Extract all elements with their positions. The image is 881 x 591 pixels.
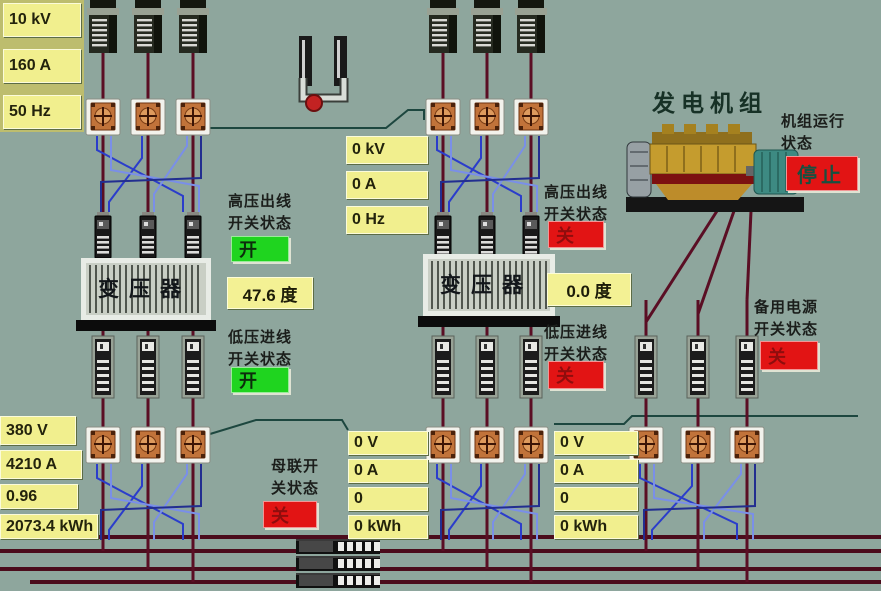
current-transformer-icon — [175, 98, 211, 136]
bus-tie-switch-label: 母联开 关状态 — [270, 458, 319, 497]
power-factor-readout: 0 — [554, 487, 638, 511]
hv-outgoing-switch-state[interactable]: 开 — [231, 236, 289, 262]
current-readout: 160 A — [3, 49, 81, 83]
backup-power-switch-state[interactable]: 关 — [760, 341, 818, 370]
current-transformer-icon — [130, 98, 166, 136]
current-transformer-icon — [130, 426, 166, 464]
hv-fuse-icon — [522, 212, 540, 259]
energy-readout: 0 kWh — [348, 515, 428, 539]
bus-tie-stack-icon — [296, 539, 380, 588]
current-transformer-icon — [425, 426, 461, 464]
hv-outgoing-switch-label: 高压出线 开关状态 — [544, 184, 609, 223]
backup-power-switch-label: 备用电源 开关状态 — [754, 299, 819, 338]
breaker-icon — [686, 335, 710, 399]
transformer-temperature: 47.6 度 — [227, 277, 313, 309]
current-transformer-icon — [175, 426, 211, 464]
current-transformer-icon — [469, 98, 505, 136]
power-factor-readout: 0 — [348, 487, 428, 511]
hv-fuse-icon — [478, 212, 496, 259]
lv-incoming-switch-state[interactable]: 开 — [231, 367, 289, 393]
breaker-icon — [181, 335, 205, 399]
current-readout: 0 A — [554, 459, 638, 483]
lv-incoming-switch-state[interactable]: 关 — [548, 361, 604, 389]
current-transformer-icon — [469, 426, 505, 464]
hv-cabinet-icon — [427, 0, 459, 53]
lv-incoming-switch-label: 低压进线 开关状态 — [228, 329, 293, 368]
energy-readout: 0 kWh — [554, 515, 638, 539]
transformer-temperature: 0.0 度 — [547, 273, 631, 306]
frequency-readout: 0 Hz — [346, 206, 428, 234]
hv-cabinet-icon — [87, 0, 119, 53]
phase-cross-wiring — [96, 464, 202, 540]
hv-metrics-panel-mid: 0 kV 0 A 0 Hz — [346, 136, 428, 234]
voltage-readout: 0 V — [554, 431, 638, 455]
current-readout: 4210 A — [0, 450, 82, 479]
phase-cross-wiring — [639, 464, 756, 540]
power-factor-readout: 0.96 — [0, 484, 78, 509]
bus-tie-switch-state[interactable]: 关 — [263, 501, 317, 528]
phase-cross-wiring — [96, 136, 202, 212]
lv-busbars — [0, 535, 881, 584]
hv-outgoing-switch-state[interactable]: 关 — [548, 221, 604, 248]
voltage-readout: 0 kV — [346, 136, 428, 164]
voltage-readout: 0 V — [348, 431, 428, 455]
frequency-readout: 50 Hz — [3, 95, 81, 129]
hv-fuse-icon — [434, 212, 452, 259]
lv-metrics-panel-left: 380 V 4210 A 0.96 2073.4 kWh — [0, 416, 98, 539]
breaker-icon — [634, 335, 658, 399]
hv-cabinet-icon — [471, 0, 503, 53]
generator-set-icon — [626, 124, 804, 323]
current-transformer-icon — [513, 98, 549, 136]
hv-cabinet-icon — [177, 0, 209, 53]
breaker-icon — [136, 335, 160, 399]
drop-hook-icon — [298, 36, 349, 112]
signal-wire — [207, 109, 858, 435]
current-readout: 0 A — [346, 171, 428, 199]
hv-cabinet-icon — [515, 0, 547, 53]
current-readout: 0 A — [348, 459, 428, 483]
hv-outgoing-switch-label: 高压出线 开关状态 — [228, 193, 293, 232]
hv-fuse-icon — [184, 212, 202, 259]
generator-title: 发电机组 — [652, 90, 768, 116]
current-transformer-icon — [85, 98, 121, 136]
phase-cross-wiring — [436, 464, 540, 540]
breaker-icon — [475, 335, 499, 399]
current-transformer-icon — [85, 426, 121, 464]
lv-metrics-panel-generator: 0 V 0 A 0 0 kWh — [554, 431, 638, 539]
current-transformer-icon — [729, 426, 765, 464]
phase-cross-wiring — [436, 136, 540, 212]
voltage-readout: 10 kV — [3, 3, 81, 37]
hv-fuse-icon — [139, 212, 157, 259]
current-transformer-icon — [680, 426, 716, 464]
hv-cabinet-icon — [132, 0, 164, 53]
breaker-icon — [91, 335, 115, 399]
lv-metrics-panel-mid: 0 V 0 A 0 0 kWh — [348, 431, 428, 539]
current-transformer-icon — [425, 98, 461, 136]
energy-readout: 2073.4 kWh — [0, 514, 98, 539]
transformer-name: 变压器 — [98, 278, 191, 301]
generator-run-status-label: 机组运行 状态 — [781, 113, 846, 152]
breaker-icon — [431, 335, 455, 399]
hv-fuse-icon — [94, 212, 112, 259]
lv-incoming-switch-label: 低压进线 开关状态 — [544, 324, 609, 363]
transformer-icon — [76, 258, 216, 331]
voltage-readout: 380 V — [0, 416, 76, 445]
transformer-icon — [418, 254, 560, 327]
current-transformer-icon — [513, 426, 549, 464]
generator-run-status[interactable]: 停止 — [786, 156, 858, 191]
breaker-icon — [519, 335, 543, 399]
hv-metrics-panel-left: 10 kV 160 A 50 Hz — [0, 0, 84, 132]
breaker-icon — [735, 335, 759, 399]
transformer-name: 变压器 — [440, 274, 533, 297]
